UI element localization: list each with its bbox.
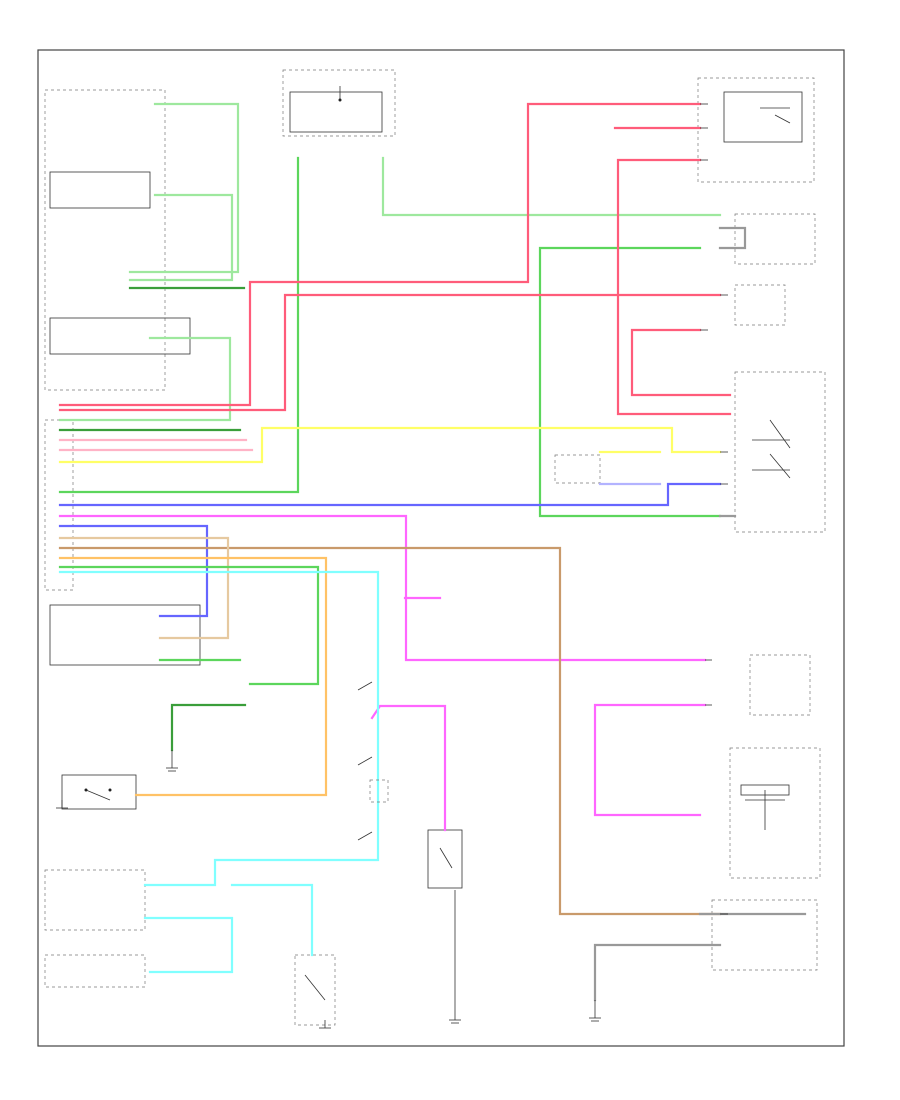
wire-cyan-2 (143, 916, 234, 974)
wire-red-1 (58, 102, 702, 407)
wire-gray-1 (593, 943, 722, 1002)
trans-control-module-box (44, 419, 201, 666)
wire-tan (58, 536, 230, 640)
wire-lightgreen-top (381, 156, 722, 217)
wire-red-5 (630, 328, 732, 397)
diagram-frame (37, 49, 845, 1047)
wire-magenta-4 (370, 704, 447, 832)
select-switch-box (697, 77, 815, 183)
pcm-upper-box (44, 89, 191, 391)
fuel-tank-box (711, 899, 818, 971)
solenoid-valve-box (427, 829, 463, 889)
wire-orange (58, 556, 328, 797)
ground-icon (166, 750, 178, 772)
wire-red-4 (58, 293, 722, 412)
fuel-sender-box (729, 747, 821, 879)
wire-lightgreen-2 (128, 193, 234, 282)
wire-lightgreen-1 (128, 102, 240, 274)
connector-ticks (700, 103, 728, 915)
pressure-switch-box (61, 774, 137, 810)
wire-cyan-3 (230, 883, 314, 957)
inline-switches (357, 681, 389, 841)
wires (58, 102, 807, 1002)
wire-blue-1 (58, 482, 722, 507)
wire-magenta-1 (58, 514, 707, 662)
wire-cyan-1 (58, 570, 380, 887)
brake-switch-box (294, 954, 336, 1026)
wire-yellow-1 (58, 426, 722, 464)
wire-lightgreen-3 (58, 336, 232, 422)
ground-icon (319, 1020, 331, 1029)
wire-green-range (538, 246, 722, 518)
ground-icon (589, 1000, 601, 1022)
trans-range-switch-box (734, 371, 826, 533)
ground-symbols (56, 750, 601, 1029)
wire-magenta-3 (593, 703, 707, 817)
shift-lock-box (734, 213, 816, 326)
ground-icon (449, 890, 461, 1024)
pcm-lower-box (44, 869, 146, 988)
wire-green-solenoid (170, 703, 247, 752)
power-distribution-box (282, 69, 396, 137)
speed-sensor-box (749, 654, 811, 716)
wire-gray-3 (718, 226, 747, 250)
wire-brown (58, 546, 722, 916)
ground-icon (56, 800, 68, 809)
wire-green-lower (58, 565, 320, 686)
wire-green-main (58, 156, 300, 494)
wire-red-3 (616, 158, 732, 416)
shift-lever-box (554, 454, 601, 484)
